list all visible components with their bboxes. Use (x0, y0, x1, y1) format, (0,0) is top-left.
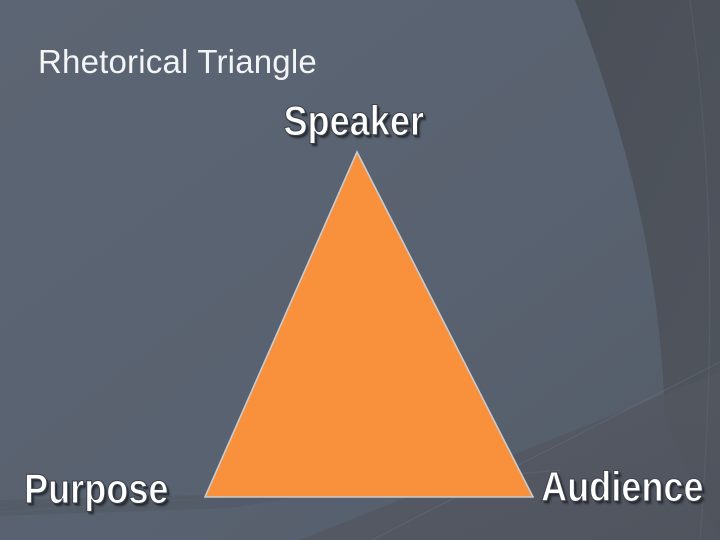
background-base-shadow (0, 492, 330, 516)
page-title: Rhetorical Triangle (38, 43, 317, 80)
triangle-polygon (203, 150, 535, 498)
background-arc-highlight (689, 0, 711, 540)
vertex-label-speaker: Speaker (283, 97, 425, 144)
vertex-label-purpose: Purpose (24, 465, 169, 512)
background-diagonal-line (371, 361, 720, 540)
vertex-label-audience: Audience (541, 463, 705, 510)
